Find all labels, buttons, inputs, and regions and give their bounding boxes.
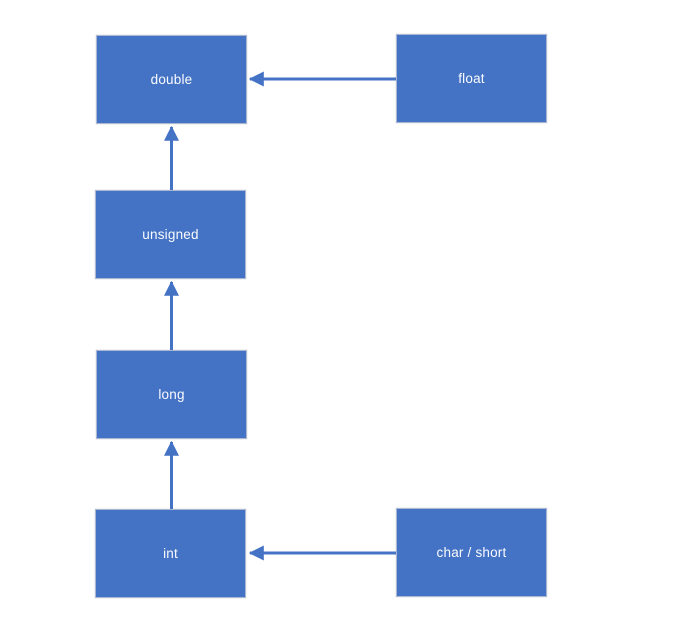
node-unsigned: unsigned xyxy=(95,190,246,279)
node-float: float xyxy=(396,34,547,123)
node-double: double xyxy=(96,35,247,124)
node-int: int xyxy=(95,509,246,598)
node-long: long xyxy=(96,350,247,439)
node-char-short: char / short xyxy=(396,508,547,597)
